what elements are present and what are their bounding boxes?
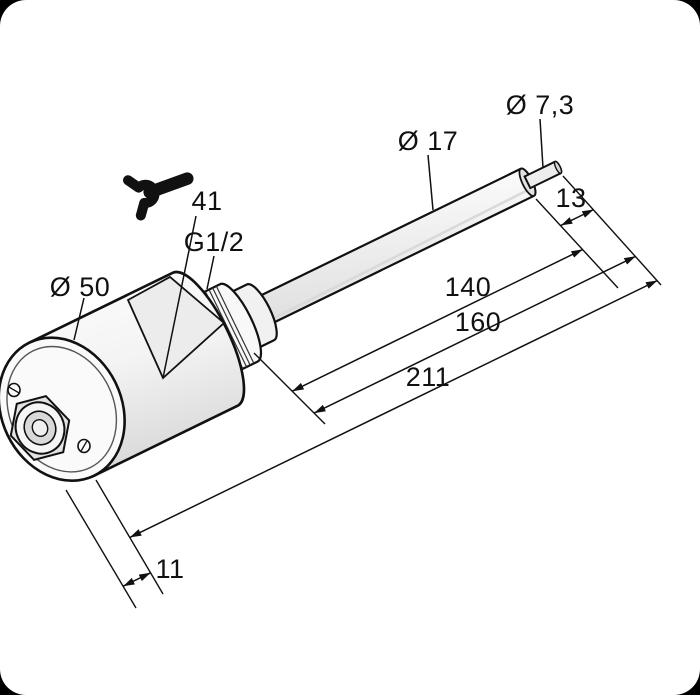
face-screw-top-left bbox=[7, 382, 21, 398]
sensor-body bbox=[0, 270, 246, 483]
dimension-line-11 bbox=[122, 572, 151, 587]
label-diameter-tip: Ø 7,3 bbox=[506, 90, 575, 120]
extension-connector-front bbox=[65, 489, 137, 609]
tip-end-face bbox=[553, 160, 563, 175]
probe-tip bbox=[523, 160, 563, 190]
extension-tip-end bbox=[562, 175, 662, 286]
leader-dia-tip bbox=[539, 118, 544, 169]
face-screw-bottom-right bbox=[77, 438, 91, 454]
extension-body-front bbox=[95, 479, 164, 595]
dimension-line-211 bbox=[129, 279, 658, 539]
dimension-line-13 bbox=[560, 208, 595, 227]
connector bbox=[9, 394, 71, 462]
label-thread: G1/2 bbox=[184, 227, 245, 257]
wrench-icon bbox=[123, 172, 194, 221]
dimension-lines bbox=[122, 208, 658, 587]
leader-dia-body bbox=[73, 297, 85, 341]
leader-dia-tube bbox=[427, 154, 434, 211]
label-dimension-160: 160 bbox=[455, 307, 502, 337]
label-diameter-body: Ø 50 bbox=[50, 272, 111, 302]
tube-shade-line bbox=[261, 188, 529, 326]
probe-tube bbox=[246, 167, 537, 330]
label-wrench-size: 41 bbox=[191, 186, 222, 216]
label-dimension-13: 13 bbox=[555, 183, 586, 213]
label-dimension-140: 140 bbox=[445, 272, 492, 302]
label-dimension-11: 11 bbox=[155, 554, 184, 584]
label-dimension-211: 211 bbox=[406, 362, 451, 392]
label-diameter-tube: Ø 17 bbox=[398, 126, 459, 156]
leader-thread bbox=[206, 255, 215, 290]
extension-lines bbox=[65, 175, 662, 609]
